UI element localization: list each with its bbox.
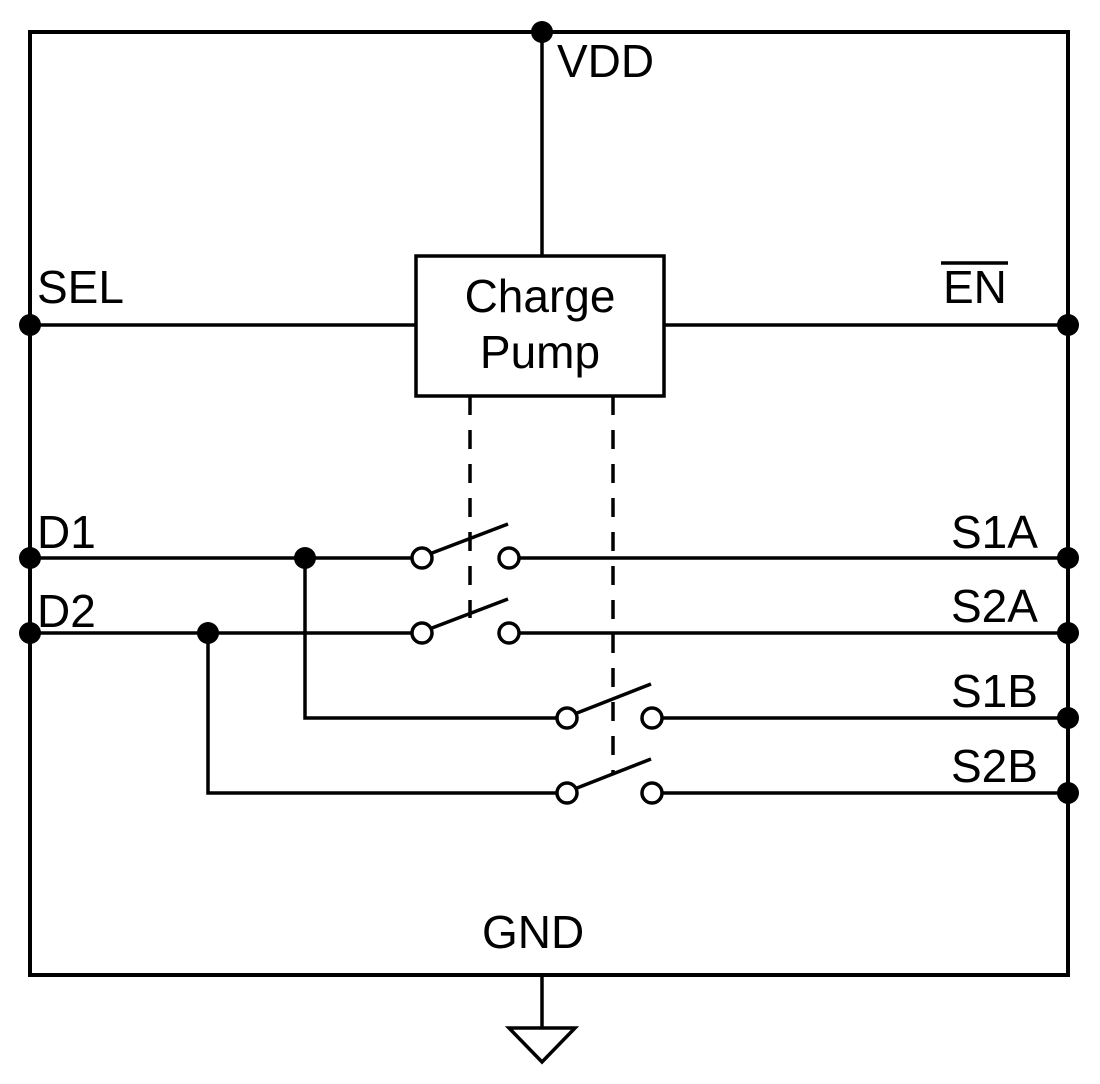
sel-label: SEL [37,261,124,313]
d2-pin-dot [19,622,41,644]
vdd-label: VDD [557,35,654,87]
switch-s1a-arm [431,522,509,555]
chip-boundary [28,30,1070,977]
en-pin-dot [1057,314,1079,336]
d1-branch-wire [303,558,557,720]
switch-s1b-right-contact [640,706,664,730]
charge-pump-label-line1: Charge [465,270,616,322]
switch-s2b-right-contact [640,781,664,805]
s2b-label: S2B [951,740,1038,792]
sel-pin-dot [19,314,41,336]
s1b-pin-dot [1057,707,1079,729]
en-label: EN [943,261,1007,313]
charge-pump-label-line2: Pump [480,326,600,378]
d1-pin-dot [19,547,41,569]
switch-s2a-left-contact [410,621,434,645]
d1-junction-dot [294,547,316,569]
switch-s2a-arm [431,597,509,630]
s1a-label: S1A [951,506,1038,558]
switch-s2a-right-contact [497,621,521,645]
switch-s1b-arm [576,682,652,715]
switch-s2b [555,757,664,805]
switch-s1a [410,522,521,570]
wire-layer [28,30,1070,1065]
switch-s1b [555,682,664,730]
s2a-pin-dot [1057,622,1079,644]
s2a-label: S2A [951,580,1038,632]
s1b-label: S1B [951,665,1038,717]
switch-s1a-right-contact [497,546,521,570]
switch-s1a-left-contact [410,546,434,570]
switch-s2a [410,597,521,645]
vdd-pin-dot [531,21,553,43]
switch-s2b-arm [576,757,652,790]
s1a-pin-dot [1057,547,1079,569]
label-layer: VDD SEL EN D1 D2 S1A S2A S1B S2B GND Cha… [19,21,1079,958]
switch-s1b-left-contact [555,706,579,730]
d2-label: D2 [37,585,96,637]
gnd-label: GND [482,906,584,958]
ground-symbol-icon [504,1026,580,1065]
s2b-pin-dot [1057,782,1079,804]
d1-label: D1 [37,506,96,558]
d2-branch-wire [206,633,557,795]
d2-junction-dot [197,622,219,644]
switch-s2b-left-contact [555,781,579,805]
